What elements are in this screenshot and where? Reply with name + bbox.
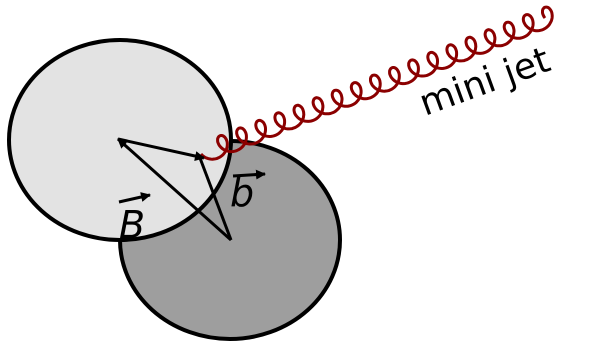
vector-B-overarrow xyxy=(118,192,151,204)
vector-to-jet-line xyxy=(117,137,205,161)
vector-b-line xyxy=(198,157,233,241)
vector-b-overarrow xyxy=(232,169,266,180)
mini-jet-spring xyxy=(199,5,554,161)
vector-B-label: B xyxy=(119,203,145,247)
vector-B-line xyxy=(117,137,232,242)
vector-b-label: b xyxy=(230,171,254,215)
